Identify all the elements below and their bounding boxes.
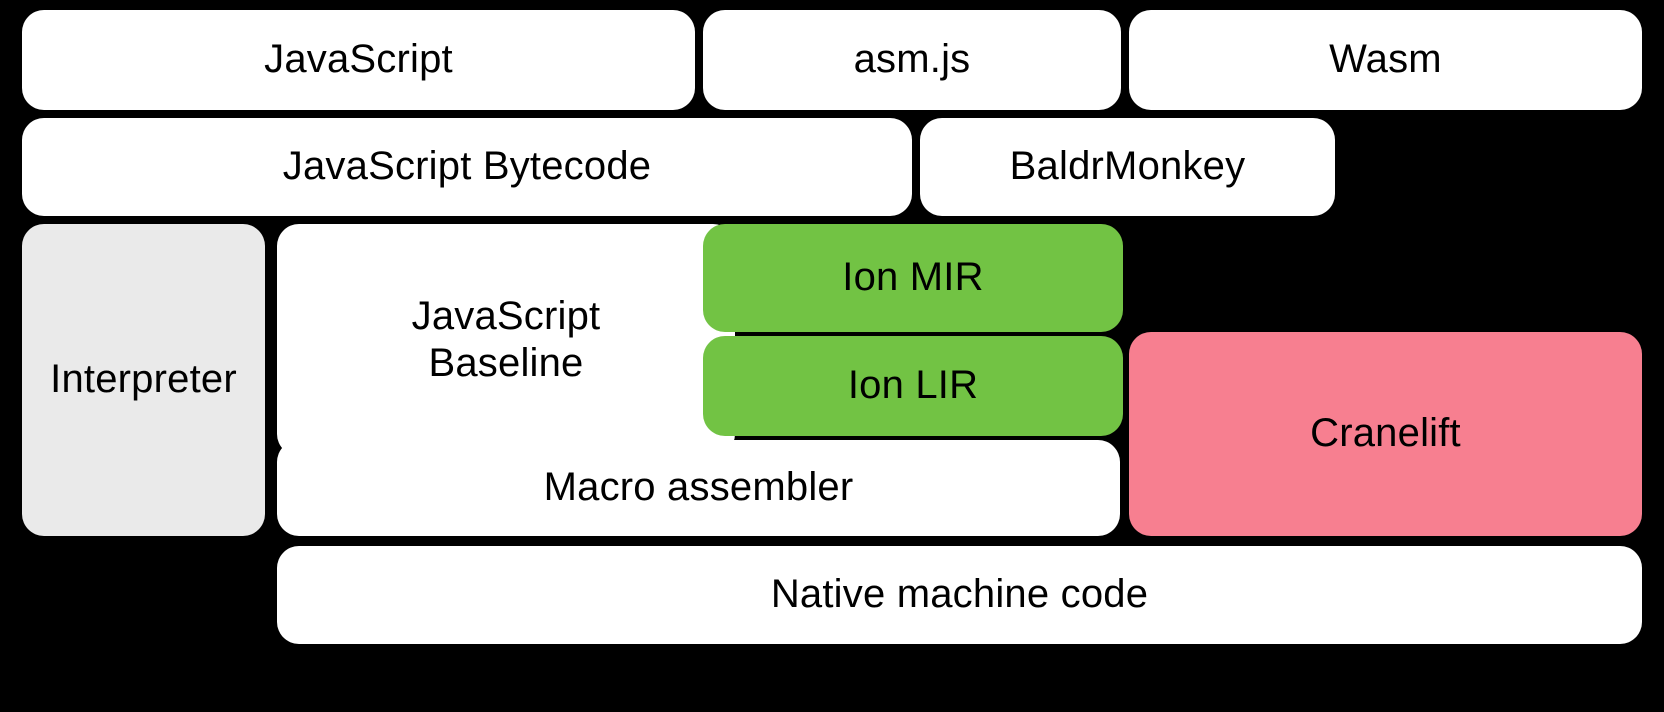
node-javascript-baseline: JavaScript Baseline bbox=[277, 224, 735, 456]
node-asmjs: asm.js bbox=[703, 10, 1121, 110]
node-baldrmonkey: BaldrMonkey bbox=[920, 118, 1335, 216]
node-javascript-bytecode: JavaScript Bytecode bbox=[22, 118, 912, 216]
node-ion-mir: Ion MIR bbox=[703, 224, 1123, 332]
node-wasm: Wasm bbox=[1129, 10, 1642, 110]
node-interpreter: Interpreter bbox=[22, 224, 265, 536]
node-ion-lir: Ion LIR bbox=[703, 336, 1123, 436]
node-cranelift: Cranelift bbox=[1129, 332, 1642, 536]
node-javascript: JavaScript bbox=[22, 10, 695, 110]
node-macro-assembler: Macro assembler bbox=[277, 440, 1120, 536]
node-native-machine-code: Native machine code bbox=[277, 546, 1642, 644]
